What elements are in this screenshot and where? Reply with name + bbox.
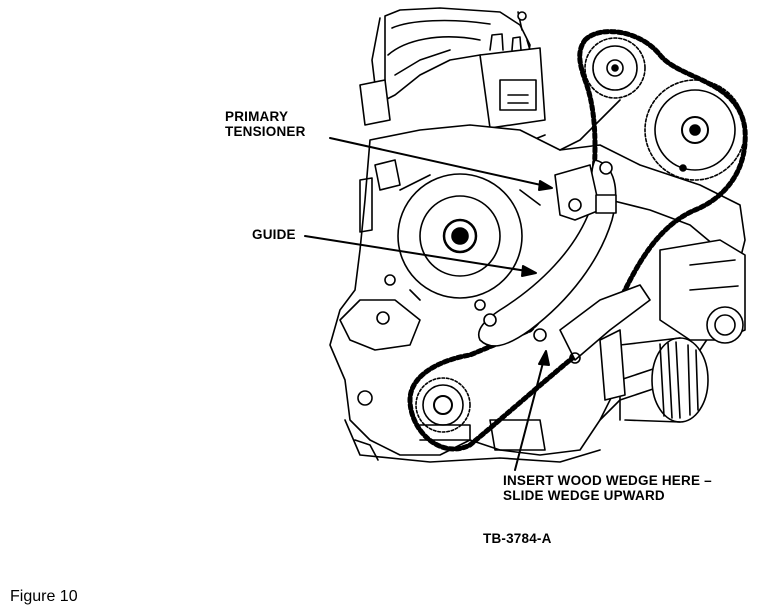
primary-tensioner-label-line1: PRIMARY <box>225 109 289 124</box>
front-cover-pulley <box>384 173 541 311</box>
leader-wedge <box>514 354 546 471</box>
secondary-guide <box>559 284 651 401</box>
reference-code: TB-3784-A <box>483 531 552 546</box>
primary-tensioner <box>554 164 617 221</box>
crank-sprocket <box>415 377 471 441</box>
cam-sprocket-small <box>584 37 646 99</box>
primary-tensioner-label-line2: TENSIONER <box>225 124 306 139</box>
insert-wedge-label-line1: INSERT WOOD WEDGE HERE – <box>503 473 712 488</box>
insert-wedge-label: INSERT WOOD WEDGE HERE – SLIDE WEDGE UPW… <box>503 473 712 503</box>
insert-wedge-label-line2: SLIDE WEDGE UPWARD <box>503 488 665 503</box>
guide-label: GUIDE <box>252 227 296 242</box>
leader-lines <box>304 137 553 471</box>
leader-guide <box>304 235 534 273</box>
leader-primary-tensioner <box>329 137 551 188</box>
primary-tensioner-label: PRIMARY TENSIONER <box>225 109 306 139</box>
cam-sprocket-large <box>644 79 746 181</box>
intake-manifold <box>359 7 531 126</box>
oil-pan <box>344 311 601 463</box>
sensor-block <box>479 33 546 146</box>
mount-bracket <box>659 239 746 344</box>
figure-caption: Figure 10 <box>10 588 78 605</box>
